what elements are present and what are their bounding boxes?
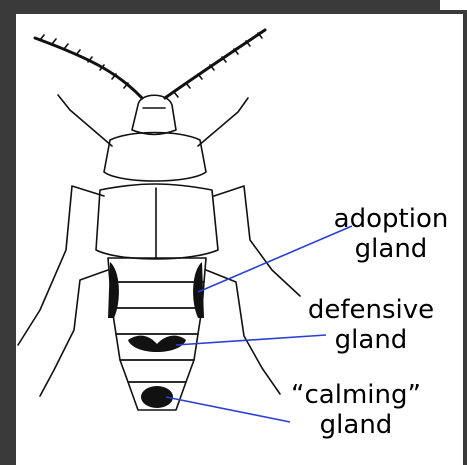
head: [132, 95, 176, 134]
pronotum: [104, 133, 206, 182]
defensive-label-line1: defensive: [296, 295, 446, 325]
left-antenna: [35, 35, 142, 98]
calming-label-line2: gland: [276, 410, 436, 440]
calming-label: “calming” gland: [276, 380, 436, 440]
elytra: [96, 184, 218, 259]
right-antenna: [165, 30, 265, 98]
adoption-label: adoption gland: [318, 204, 464, 264]
defensive-gland: [128, 336, 186, 352]
adoption-label-line1: adoption: [318, 204, 464, 234]
calming-leader-line: [166, 397, 290, 422]
defensive-label: defensive gland: [296, 295, 446, 355]
calming-label-line1: “calming”: [276, 380, 436, 410]
adoption-label-line2: gland: [318, 234, 464, 264]
defensive-label-line2: gland: [296, 325, 446, 355]
